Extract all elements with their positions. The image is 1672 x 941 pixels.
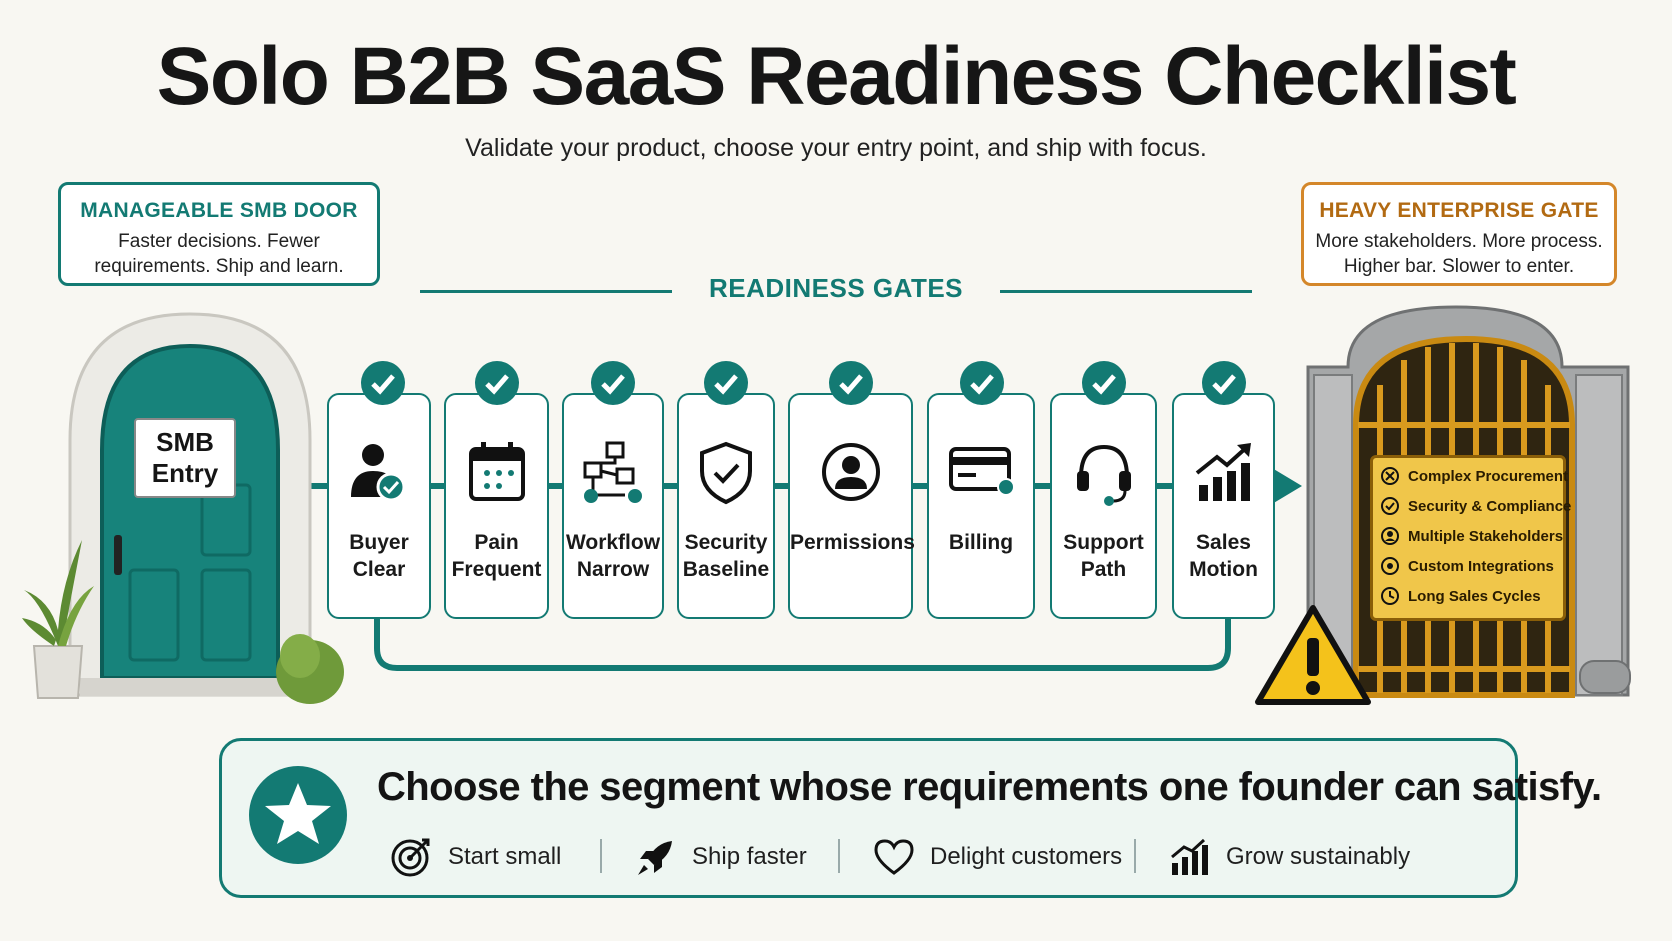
smb-entry-sign: SMB Entry	[134, 418, 236, 498]
credit-card-icon	[929, 441, 1033, 508]
enterprise-callout-body: More stakeholders. More process. Higher …	[1315, 231, 1603, 277]
requirement-item: Multiple Stakeholders	[1370, 524, 1563, 548]
point-separator	[600, 839, 602, 873]
user-circle-icon	[790, 441, 911, 508]
gates-heading: READINESS GATES	[708, 273, 964, 303]
check-badge-icon	[475, 361, 519, 405]
buyer-icon	[329, 441, 429, 508]
smb-callout-body: Faster decisions. Fewer requirements. Sh…	[94, 231, 344, 277]
warning-icon	[1255, 605, 1371, 705]
point-start-small: Start small	[390, 837, 561, 877]
check-badge-icon	[1082, 361, 1126, 405]
page-title: Solo B2B SaaS Readiness Checklist	[156, 31, 1517, 122]
chart-up-icon	[1174, 441, 1273, 510]
gate-card-pain-frequent: Pain Frequent	[444, 393, 549, 619]
summary-tagline: Choose the segment whose requirements on…	[377, 765, 1602, 809]
check-badge-icon	[704, 361, 748, 405]
stakeholder-icon	[1381, 527, 1399, 545]
shield-icon	[679, 441, 773, 510]
gate-card-buyer-clear: Buyer Clear	[327, 393, 431, 619]
growth-chart-icon	[1171, 838, 1208, 875]
gate-card-workflow-narrow: Workflow Narrow	[562, 393, 664, 619]
star-icon	[249, 766, 347, 864]
gate-label: Buyer Clear	[349, 531, 409, 581]
plant-pot	[32, 645, 84, 699]
check-badge-icon	[591, 361, 635, 405]
smb-callout-heading: MANAGEABLE SMB DOOR	[80, 199, 358, 222]
security-badge-icon	[1381, 497, 1399, 515]
calendar-icon	[446, 441, 547, 508]
clock-icon	[1381, 587, 1399, 605]
heart-icon	[874, 839, 914, 875]
procurement-icon	[1381, 467, 1399, 485]
point-delight-customers: Delight customers	[874, 837, 1122, 877]
gate-label: Billing	[948, 531, 1014, 554]
return-loop	[374, 619, 1231, 671]
summary-panel: Choose the segment whose requirements on…	[219, 738, 1602, 898]
requirement-item: Custom Integrations	[1370, 554, 1554, 578]
page-subtitle: Validate your product, choose your entry…	[465, 134, 1207, 162]
enterprise-requirements-board	[1370, 455, 1566, 621]
enterprise-callout-heading: HEAVY ENTERPRISE GATE	[1319, 199, 1599, 222]
gate-label: Pain Frequent	[451, 531, 542, 581]
gate-label: Workflow Narrow	[565, 531, 661, 581]
gates-heading-rule-right	[1000, 290, 1252, 293]
gate-card-sales-motion: Sales Motion	[1172, 393, 1275, 619]
point-ship-faster: Ship faster	[636, 837, 807, 877]
headset-icon	[1052, 441, 1155, 512]
check-badge-icon	[829, 361, 873, 405]
smb-entry-sign-text: SMB Entry	[151, 427, 219, 488]
gate-label: Sales Motion	[1189, 531, 1258, 581]
point-grow-sustainably: Grow sustainably	[1170, 837, 1410, 877]
gate-label: Support Path	[1063, 531, 1144, 581]
requirement-item: Complex Procurement	[1370, 464, 1568, 488]
flow-arrow-head	[1272, 468, 1302, 504]
workflow-icon	[564, 441, 662, 512]
gate-card-permissions: Permissions	[788, 393, 915, 619]
point-separator	[838, 839, 840, 873]
enterprise-callout: HEAVY ENTERPRISE GATE More stakeholders.…	[1301, 182, 1617, 286]
teal-door	[100, 343, 280, 680]
smb-callout: MANAGEABLE SMB DOOR Faster decisions. Fe…	[58, 182, 380, 286]
gate-label: Permissions	[790, 531, 915, 554]
gate-card-billing: Billing	[927, 393, 1035, 619]
rocket-icon	[638, 841, 672, 875]
rock	[1579, 660, 1631, 694]
check-badge-icon	[960, 361, 1004, 405]
requirement-item: Security & Compliance	[1370, 494, 1571, 518]
integration-icon	[1381, 557, 1399, 575]
check-badge-icon	[361, 361, 405, 405]
requirement-item: Long Sales Cycles	[1370, 584, 1541, 608]
check-badge-icon	[1202, 361, 1246, 405]
smb-door-illustration	[22, 312, 344, 704]
gate-card-support-path: Support Path	[1050, 393, 1157, 619]
gate-label: Security Baseline	[682, 531, 770, 581]
gate-card-security-baseline: Security Baseline	[677, 393, 775, 619]
door-handle	[114, 535, 122, 575]
gates-heading-rule-left	[420, 290, 672, 293]
target-icon	[391, 838, 430, 877]
point-separator	[1134, 839, 1136, 873]
